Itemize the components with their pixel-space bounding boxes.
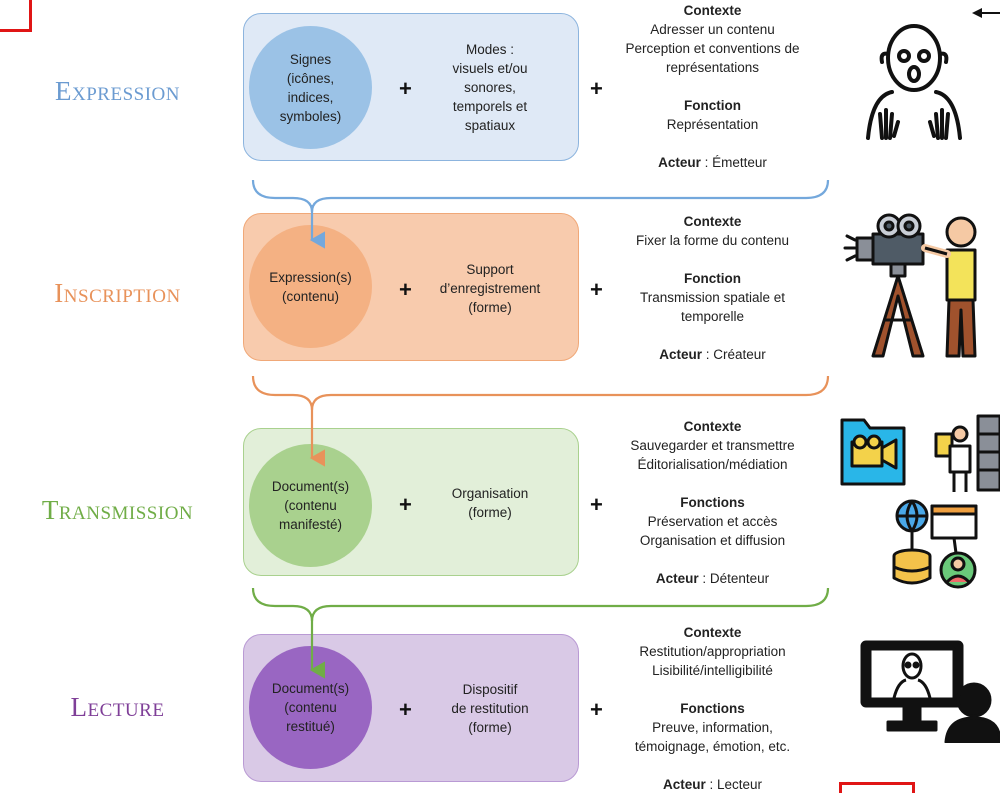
archive-network-icon xyxy=(840,414,1000,589)
plus-sign: + xyxy=(590,697,603,722)
function-line: Organisation et diffusion xyxy=(639,533,786,548)
lecture-mode: Dispositif de restitution (forme) xyxy=(420,680,560,737)
actor-line: Acteur : Détenteur xyxy=(605,569,820,588)
camera-operator-icon xyxy=(843,213,977,358)
stage-title-inscription: Inscription xyxy=(54,278,181,308)
stage-title-transmission: Transmission xyxy=(41,495,194,525)
function-heading: Fonction xyxy=(684,98,741,113)
mode-line: Support xyxy=(466,262,514,277)
mode-line: visuels et/ou xyxy=(452,61,528,76)
context-line: Fixer la forme du contenu xyxy=(635,233,790,248)
highlight-box xyxy=(839,782,915,793)
plus-sign: + xyxy=(399,492,412,517)
actor-value: : Détenteur xyxy=(698,571,770,586)
function-line: Preuve, information, xyxy=(652,720,773,735)
context-line: Perception et conventions de xyxy=(625,41,800,56)
expression-context: Contexte Adresser un contenu Perception … xyxy=(605,1,820,172)
context-line: Restitution/appropriation xyxy=(639,644,786,659)
surprised-person-icon xyxy=(866,24,962,140)
circle-line: restitué) xyxy=(286,719,335,734)
mode-line: (forme) xyxy=(468,505,512,520)
context-heading: Contexte xyxy=(683,214,742,229)
actor-key: Acteur xyxy=(658,155,701,170)
expression-mode: Modes : visuels et/ou sonores, temporels… xyxy=(420,40,560,135)
circle-line: (contenu xyxy=(284,498,337,513)
circle-line: indices, xyxy=(287,89,334,105)
mode-line: Dispositif xyxy=(462,682,518,697)
circle-line: Document(s) xyxy=(271,479,350,494)
actor-key: Acteur xyxy=(655,571,699,586)
actor-value: : Créateur xyxy=(701,347,766,362)
transmission-context: Contexte Sauvegarder et transmettre Édit… xyxy=(605,417,820,588)
actor-key: Acteur xyxy=(662,777,706,792)
function-line: Transmission spatiale et xyxy=(639,290,786,305)
mode-line: Organisation xyxy=(451,486,529,501)
lecture-circle: Document(s) (contenu restitué) xyxy=(249,646,372,769)
plus-sign: + xyxy=(590,277,603,302)
function-heading: Fonctions xyxy=(680,495,745,510)
actor-value: : Émetteur xyxy=(700,155,767,170)
function-line: temporelle xyxy=(680,309,745,324)
plus-sign: + xyxy=(590,492,603,517)
mode-line: sonores, xyxy=(464,80,516,95)
mode-line: (forme) xyxy=(468,300,512,315)
function-heading: Fonction xyxy=(684,271,741,286)
context-line: Sauvegarder et transmettre xyxy=(630,438,795,453)
mode-line: temporels et xyxy=(452,99,528,114)
context-heading: Contexte xyxy=(683,625,742,640)
context-line: Éditorialisation/médiation xyxy=(637,457,788,472)
mode-line: de restitution xyxy=(451,701,529,716)
actor-line: Acteur : Émetteur xyxy=(605,153,820,172)
stage-title-lecture: Lecture xyxy=(70,692,165,722)
plus-sign: + xyxy=(399,277,412,302)
transmission-mode: Organisation (forme) xyxy=(420,484,560,522)
circle-line: (contenu) xyxy=(281,288,340,304)
circle-line: (contenu xyxy=(284,700,337,715)
screen-viewer-icon xyxy=(860,640,1000,743)
stage-title-expression: Expression xyxy=(55,76,180,106)
mode-line: d’enregistrement xyxy=(439,281,541,296)
circle-line: Signes xyxy=(289,51,332,67)
actor-line: Acteur : Lecteur xyxy=(605,775,820,793)
context-line: représentations xyxy=(665,60,760,75)
circle-line: (icônes, xyxy=(286,70,335,86)
plus-sign: + xyxy=(590,76,603,101)
mode-line: spatiaux xyxy=(464,118,516,133)
actor-key: Acteur xyxy=(659,347,702,362)
expression-circle: Signes (icônes, indices, symboles) xyxy=(249,26,372,149)
context-heading: Contexte xyxy=(683,419,742,434)
transmission-circle: Document(s) (contenu manifesté) xyxy=(249,444,372,567)
mode-line: Modes : xyxy=(465,42,515,57)
circle-line: Document(s) xyxy=(271,681,350,696)
function-line: Représentation xyxy=(666,117,759,132)
context-heading: Contexte xyxy=(683,3,742,18)
circle-line: manifesté) xyxy=(278,517,343,532)
plus-sign: + xyxy=(399,76,412,101)
function-line: témoignage, émotion, etc. xyxy=(634,739,791,754)
function-line: Préservation et accès xyxy=(647,514,778,529)
actor-value: : Lecteur xyxy=(705,777,763,792)
function-heading: Fonctions xyxy=(680,701,745,716)
mode-line: (forme) xyxy=(468,720,512,735)
circle-line: symboles) xyxy=(279,108,342,124)
inscription-mode: Support d’enregistrement (forme) xyxy=(420,260,560,317)
highlight-box xyxy=(0,0,32,32)
actor-line: Acteur : Créateur xyxy=(605,345,820,364)
circle-line: Expression(s) xyxy=(269,269,352,285)
context-line: Adresser un contenu xyxy=(650,22,775,37)
lecture-context: Contexte Restitution/appropriation Lisib… xyxy=(605,623,820,793)
inscription-circle: Expression(s) (contenu) xyxy=(249,225,372,348)
context-line: Lisibilité/intelligibilité xyxy=(652,663,773,678)
inscription-context: Contexte Fixer la forme du contenu Fonct… xyxy=(605,212,820,364)
plus-sign: + xyxy=(399,697,412,722)
